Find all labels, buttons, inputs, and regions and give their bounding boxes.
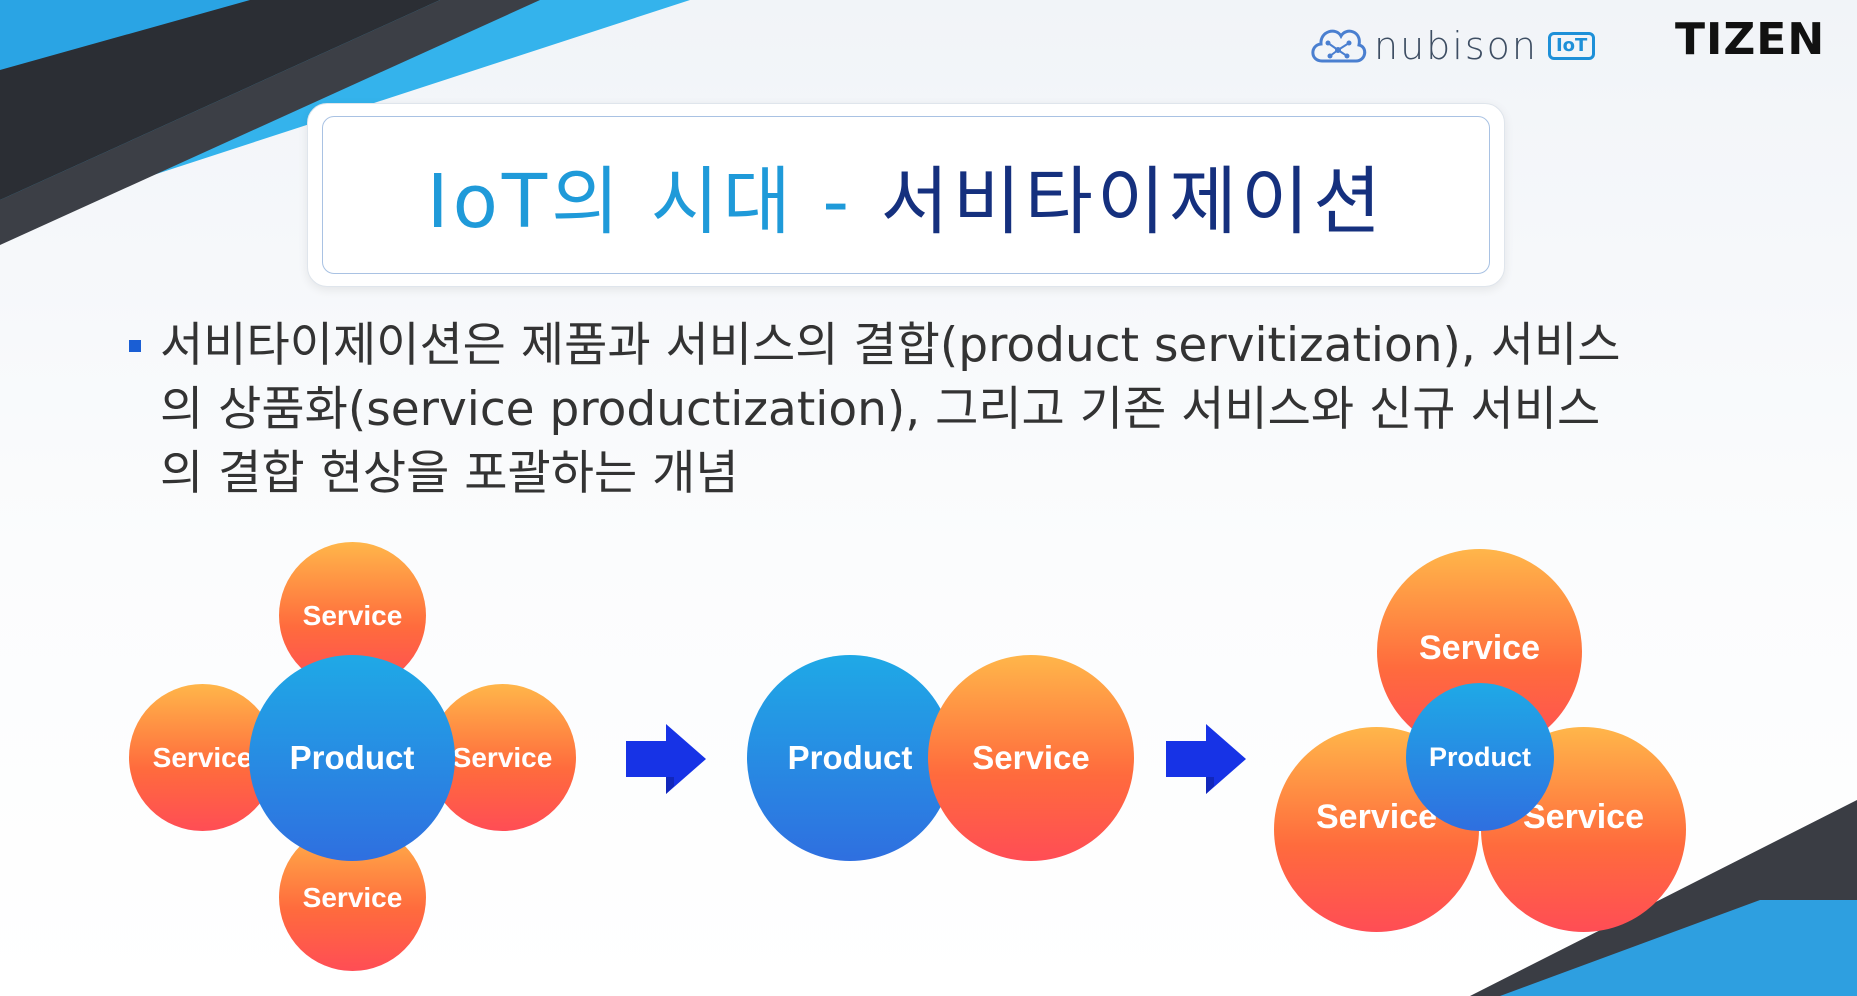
title-box: IoT의 시대 - 서비타이제이션 bbox=[307, 103, 1505, 287]
bottom-right-blue-stripe bbox=[1500, 900, 1857, 996]
bullet-line: 서비타이제이션은 제품과 서비스의 결합(product servitizati… bbox=[160, 318, 1621, 373]
tizen-logo: TIZEN bbox=[1675, 14, 1826, 65]
right-arrow-icon bbox=[1166, 724, 1246, 794]
product-circle: Product bbox=[1406, 683, 1554, 831]
title-part2: 서비타이제이션 bbox=[880, 158, 1386, 245]
bullet-line: 의 상품화(service productization), 그리고 기존 서비… bbox=[160, 382, 1601, 437]
product-circle: Product bbox=[747, 655, 953, 861]
bullet-paragraph: 서비타이제이션은 제품과 서비스의 결합(product servitizati… bbox=[160, 314, 1700, 506]
service-label: Service bbox=[1316, 798, 1437, 836]
service-circle: Service bbox=[928, 655, 1134, 861]
cloud-icon bbox=[1311, 29, 1367, 63]
nubison-wordmark: nubison bbox=[1374, 24, 1538, 68]
title-inner-frame: IoT의 시대 - 서비타이제이션 bbox=[322, 116, 1490, 274]
service-label: Service bbox=[1523, 798, 1644, 836]
top-left-accent bbox=[0, 0, 250, 70]
title-part1: IoT의 시대 - bbox=[426, 158, 854, 245]
nubison-logo: nubison IoT bbox=[1308, 14, 1596, 78]
iot-badge: IoT bbox=[1547, 32, 1596, 60]
right-arrow-icon bbox=[626, 724, 706, 794]
bullet-square-icon bbox=[129, 340, 141, 352]
product-circle: Product bbox=[249, 655, 455, 861]
top-left-dark-band bbox=[0, 0, 540, 245]
bullet-line: 의 결합 현상을 포괄하는 개념 bbox=[160, 446, 739, 501]
service-label: Service bbox=[1419, 629, 1540, 667]
